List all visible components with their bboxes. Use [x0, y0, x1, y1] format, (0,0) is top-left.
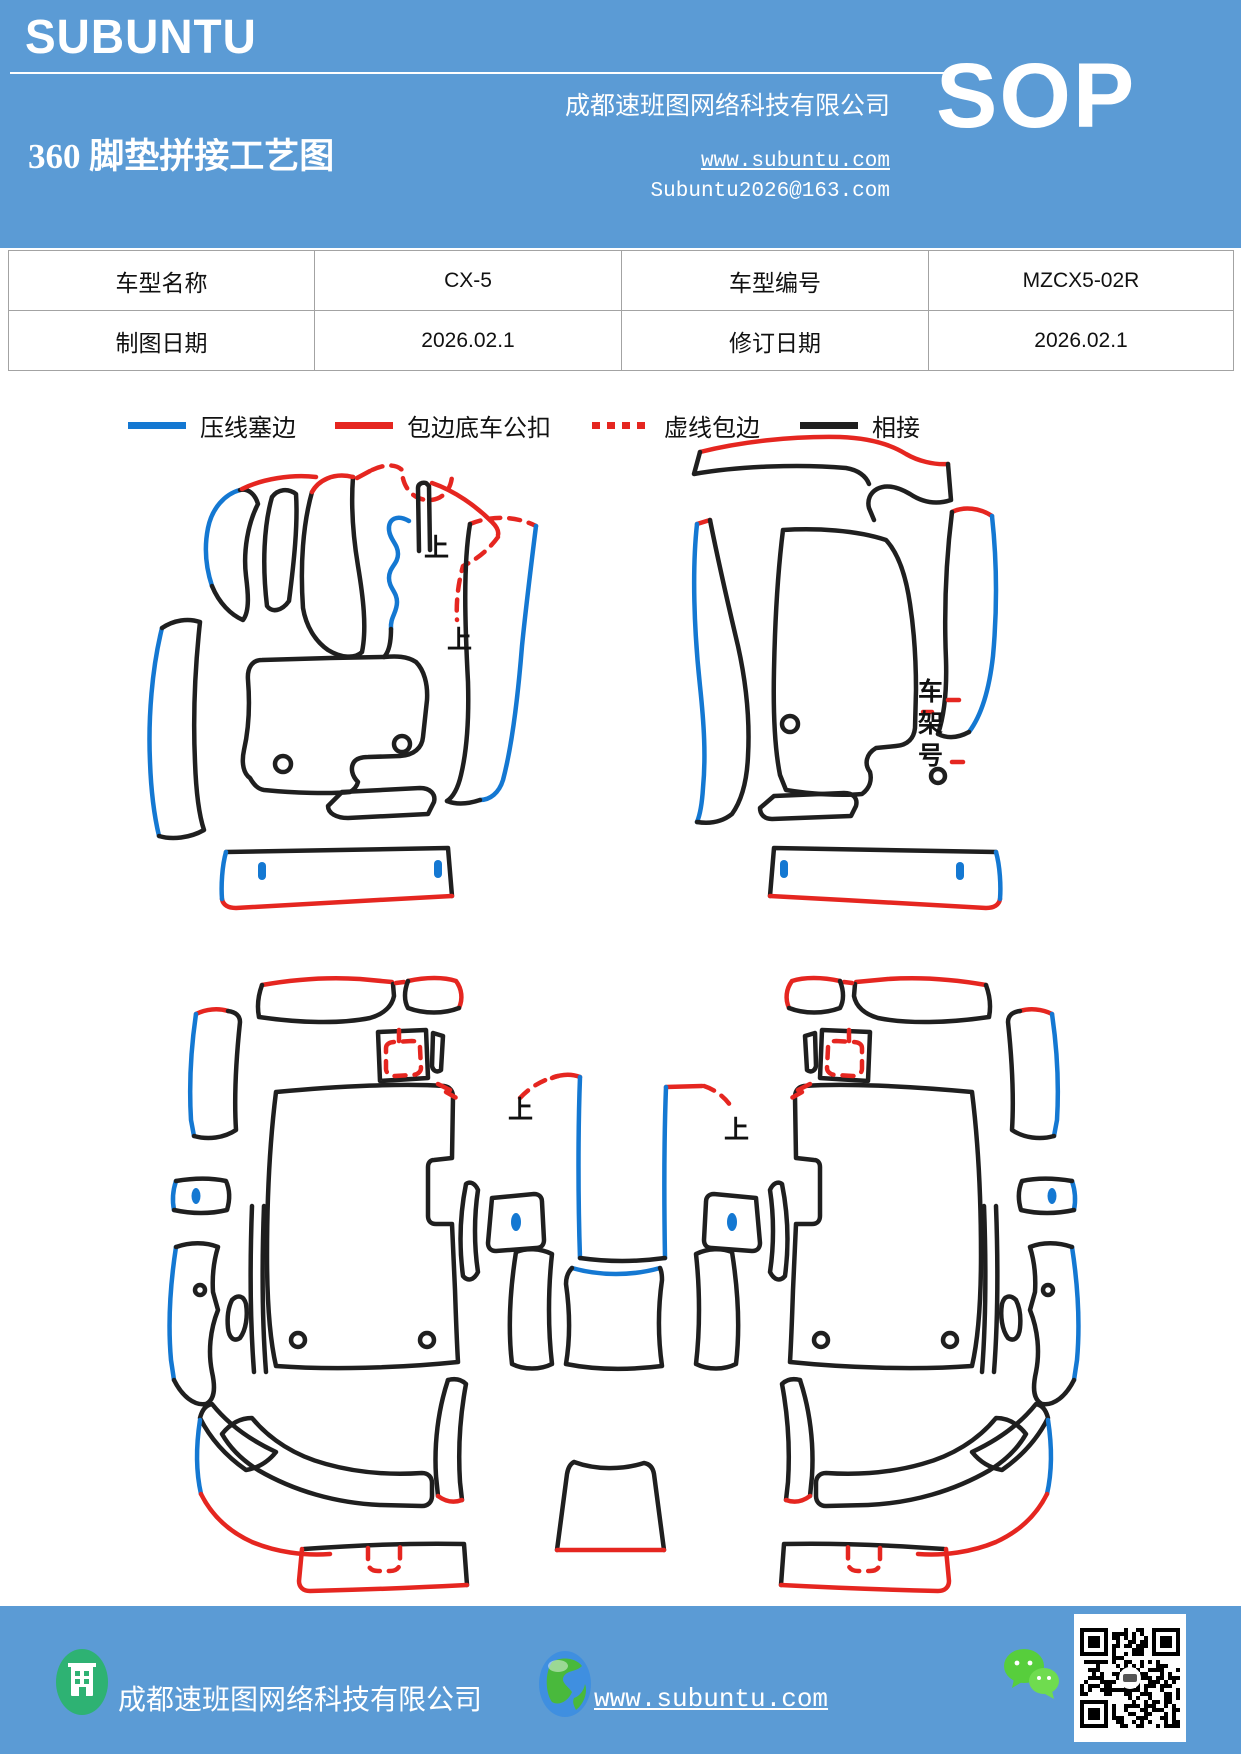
svg-text:架: 架: [918, 710, 943, 738]
front-right-mat-group: [691, 434, 999, 825]
legend-label: 包边底车公扣: [407, 415, 551, 442]
model-code-value: MZCX5-02R: [928, 250, 1234, 311]
legend-item-press-edge: 压线塞边: [128, 408, 296, 442]
header-email: Subuntu2026@163.com: [650, 180, 890, 203]
center-tunnel-group: [517, 1072, 735, 1553]
model-name-label: 车型名称: [8, 250, 315, 311]
header: SUBUNTU 成都速班图网络科技有限公司 SOP 360 脚垫拼接工艺图 ww…: [0, 0, 1241, 248]
brand-logo: SUBUNTU: [25, 9, 257, 64]
svg-text:号: 号: [918, 742, 943, 770]
footer: 成都速班图网络科技有限公司 www.subuntu.com: [0, 1606, 1241, 1754]
draw-date-label: 制图日期: [8, 310, 315, 371]
red-line-swatch: [335, 421, 393, 429]
front-left-mat-group: [147, 463, 539, 841]
up-mark: 上: [724, 1116, 749, 1144]
black-line-swatch: [800, 421, 858, 429]
up-mark: 上: [447, 626, 472, 654]
globe-icon: [539, 1651, 591, 1717]
mat-splicing-diagram: 上 上 上 上 车 架 号: [147, 434, 1241, 1594]
blue-line-swatch: [128, 421, 186, 429]
vehicle-info-table: 车型名称 CX-5 车型编号 MZCX5-02R 制图日期 2026.02.1 …: [8, 250, 1234, 371]
sop-badge: SOP: [936, 45, 1137, 147]
legend-label: 相接: [872, 415, 920, 442]
header-company-name: 成都速班图网络科技有限公司: [564, 93, 890, 120]
header-website-link[interactable]: www.subuntu.com: [700, 150, 890, 173]
rear-left-mat-group: [167, 975, 555, 1594]
legend-label: 虚线包边: [664, 415, 760, 442]
red-dashed-line-swatch: [592, 421, 650, 429]
table-row: 车型名称 CX-5 车型编号 MZCX5-02R: [8, 250, 1234, 311]
up-mark: 上: [508, 1096, 533, 1124]
up-mark: 上: [424, 534, 449, 562]
footer-company-name: 成都速班图网络科技有限公司: [118, 1685, 483, 1716]
legend-item-join: 相接: [800, 408, 920, 442]
front-mat-bottom-bar: [219, 845, 455, 911]
revise-date-value: 2026.02.1: [928, 310, 1234, 371]
building-icon: [56, 1649, 108, 1715]
model-name-value: CX-5: [314, 250, 622, 311]
footer-website-link[interactable]: www.subuntu.com: [594, 1684, 829, 1714]
qr-code: [1074, 1614, 1186, 1742]
legend-item-bind-edge: 包边底车公扣: [335, 408, 551, 442]
page-title: 360 脚垫拼接工艺图: [28, 137, 335, 176]
legend-label: 压线塞边: [200, 415, 296, 442]
vin-label: 车 架 号: [918, 677, 943, 770]
draw-date-value: 2026.02.1: [314, 310, 622, 371]
wechat-icon: [1004, 1649, 1059, 1699]
model-code-label: 车型编号: [621, 250, 929, 311]
revise-date-label: 修订日期: [621, 310, 929, 371]
table-row: 制图日期 2026.02.1 修订日期 2026.02.1: [8, 310, 1234, 371]
svg-text:车: 车: [918, 677, 943, 706]
legend-item-dashed-bind: 虚线包边: [592, 408, 760, 442]
header-divider: [10, 72, 950, 74]
